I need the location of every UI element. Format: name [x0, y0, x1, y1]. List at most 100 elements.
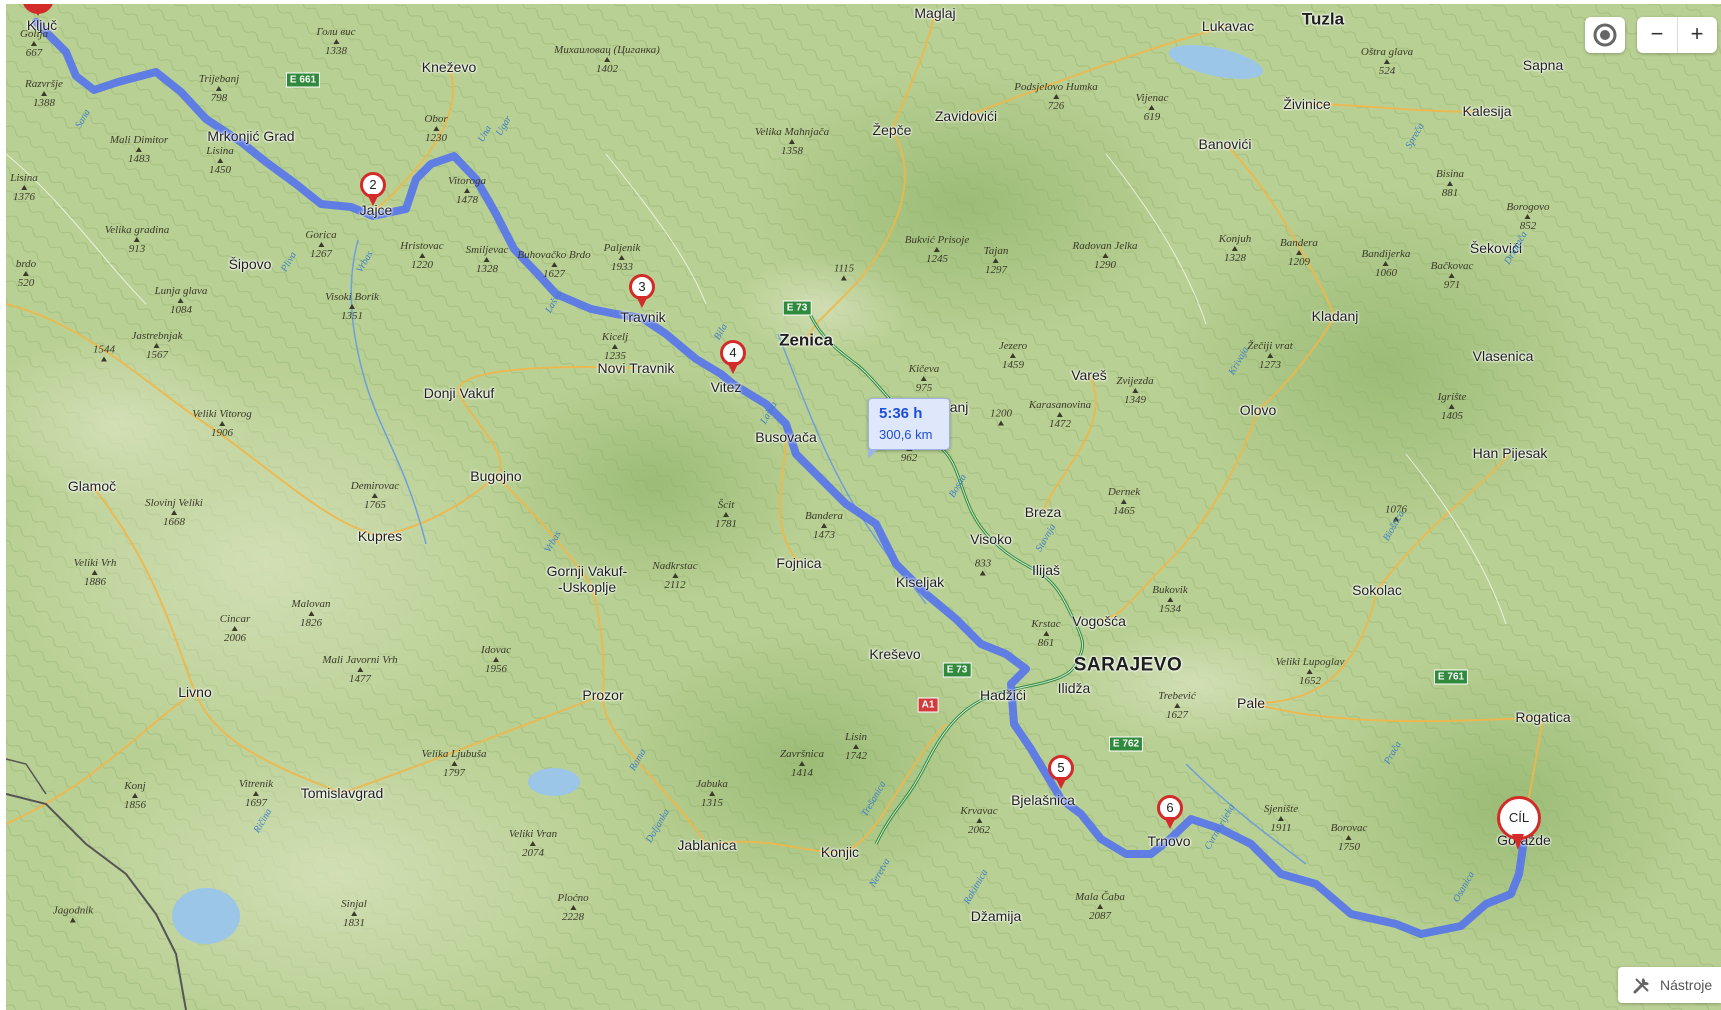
peak-label: Konj 1856: [124, 780, 146, 812]
peak-name: Jezero: [998, 340, 1028, 352]
peak-name: Михаиловац (Циганка): [554, 44, 660, 56]
peak-name: Bandera: [805, 510, 843, 522]
place-label: Zavidovići: [934, 108, 998, 124]
waypoint-number: 4: [720, 340, 746, 366]
peak-triangle-icon: [1132, 388, 1138, 393]
peak-name: Velika Ljubuša: [421, 748, 487, 760]
peak-name: Bandera: [1280, 237, 1318, 249]
place-label: Travnik: [620, 309, 666, 325]
road-shield: E 761: [1433, 669, 1469, 685]
place-label: Šipovo: [228, 256, 272, 272]
waypoint-marker[interactable]: 6: [1154, 795, 1186, 839]
waypoint-marker[interactable]: 4: [717, 340, 749, 384]
peak-name: Paljenik: [603, 242, 641, 254]
peak-triangle-icon: [463, 188, 470, 193]
peak-name: Radovan Jelka: [1072, 240, 1138, 252]
place-label: Zenica: [779, 330, 833, 350]
peak-triangle-icon: [998, 420, 1004, 426]
locate-button[interactable]: [1585, 17, 1625, 53]
waypoint-marker[interactable]: 5: [1045, 755, 1077, 799]
peak-elevation: 1483: [128, 153, 150, 165]
peak-name: Tajan: [983, 245, 1009, 257]
place-label: Lukavac: [1201, 18, 1255, 34]
peak-name: Vijenac: [1135, 92, 1169, 104]
peak-elevation: 1668: [162, 516, 185, 528]
peak-triangle-icon: [91, 570, 98, 575]
tools-button[interactable]: Nástroje: [1618, 967, 1721, 1003]
peak-name: Vitoroga: [448, 175, 486, 187]
destination-marker[interactable]: CÍL: [1495, 796, 1543, 854]
peak-elevation: 852: [1519, 220, 1537, 232]
peak-triangle-icon: [493, 657, 499, 662]
zoom-in-button[interactable]: +: [1690, 21, 1704, 46]
peak-triangle-icon: [1174, 703, 1180, 708]
place-label: Jajce: [359, 202, 393, 218]
peak-name: Cincar: [219, 613, 251, 625]
peak-elevation: 1459: [1002, 359, 1024, 371]
peak-elevation: 881: [1441, 187, 1459, 199]
place-label: Tuzla: [1301, 9, 1345, 29]
waypoint-marker[interactable]: 3: [626, 274, 658, 318]
peak-triangle-icon: [178, 298, 184, 303]
tools-icon: [1633, 978, 1649, 994]
peak-elevation: 1376: [12, 191, 35, 203]
peak-elevation: 726: [1047, 100, 1065, 112]
zoom-out-button[interactable]: −: [1637, 17, 1678, 53]
start-marker[interactable]: [20, 4, 56, 18]
peak-triangle-icon: [253, 791, 259, 796]
peak-name: Bukvić Prisoje: [904, 234, 970, 246]
peak-elevation: 1534: [1159, 603, 1181, 615]
peak-elevation: 1477: [349, 673, 371, 685]
place-label: Prozor: [582, 687, 624, 703]
peak-name: Sinjal: [341, 898, 367, 910]
peak-triangle-icon: [1149, 105, 1155, 110]
peak-triangle-icon: [1057, 412, 1063, 417]
place-label: Živinice: [1283, 96, 1331, 112]
peak-name: Konjuh: [1218, 233, 1252, 245]
peak-name: Trijebanj: [198, 73, 240, 85]
place-label: Ilijaš: [1031, 562, 1061, 578]
route-summary-popup[interactable]: 5:36 h 300,6 km: [868, 398, 950, 459]
peak-label: 1076: [1385, 504, 1407, 523]
peak-elevation: 1627: [543, 268, 565, 280]
peak-name: Karasanovina: [1028, 399, 1092, 411]
peak-name: Голи вис: [316, 26, 356, 38]
peak-name: Šcit: [717, 499, 735, 511]
peak-triangle-icon: [317, 242, 324, 247]
route-line: [32, 18, 1528, 938]
peak-triangle-icon: [841, 275, 847, 281]
place-label: Visoko: [970, 531, 1012, 547]
peak-triangle-icon: [1382, 261, 1389, 266]
zoom-control: − +: [1637, 17, 1717, 53]
place-label: Vlasenica: [1472, 348, 1534, 364]
peak-elevation: 1358: [780, 145, 803, 157]
peak-triangle-icon: [170, 510, 177, 515]
peak-elevation: 667: [25, 47, 43, 59]
peak-triangle-icon: [975, 818, 982, 823]
peak-name: Krvavac: [960, 805, 998, 817]
peak-label: 1200: [990, 408, 1012, 427]
place-label: Mrkonjić Grad: [207, 128, 295, 144]
waypoint-marker[interactable]: 2: [357, 172, 389, 216]
peak-name: Konj: [124, 780, 146, 792]
peak-triangle-icon: [69, 917, 76, 923]
peak-triangle-icon: [1307, 669, 1313, 674]
peak-elevation: 1856: [124, 799, 146, 811]
